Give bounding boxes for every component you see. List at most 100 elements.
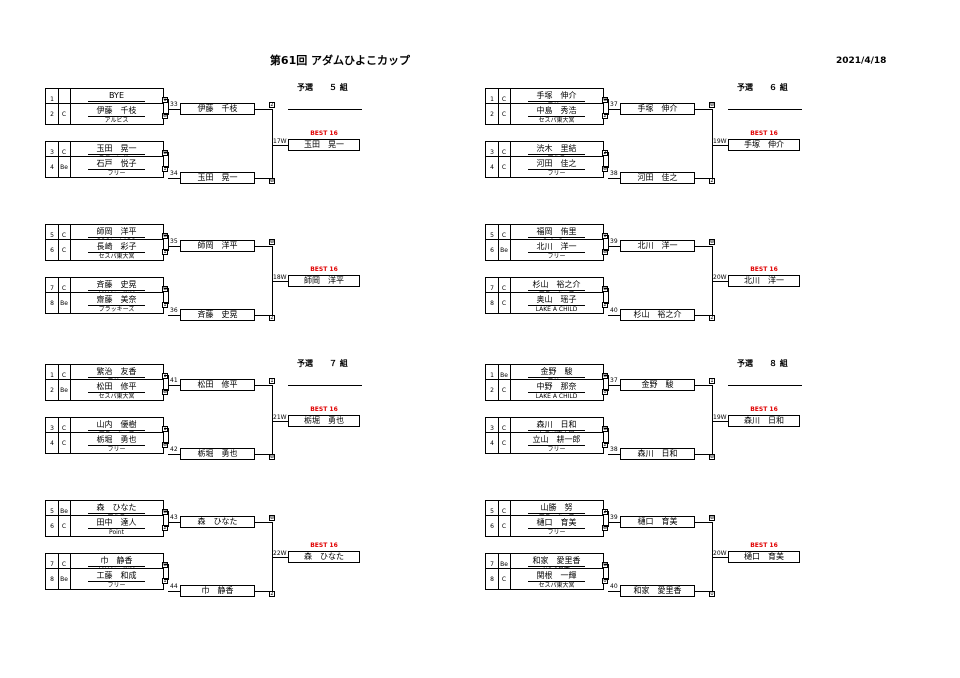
bracket-line — [164, 235, 168, 236]
player-name: 樋口 育美 — [536, 518, 577, 527]
player-club: セスパ東大宮 — [538, 582, 575, 589]
player-class: C — [498, 501, 511, 521]
player-class: C — [498, 225, 511, 245]
player-club: セスパ東大宮 — [98, 253, 135, 260]
player-name: 繁治 友香 — [96, 367, 137, 376]
seed-number: 2 — [486, 380, 499, 400]
name-underline — [528, 154, 585, 155]
round1-score: 2 — [269, 102, 275, 108]
seed-number: 5 — [486, 501, 499, 521]
name-underline — [88, 430, 145, 431]
bracket-line — [255, 315, 272, 316]
player-club: LAKE A CHILD — [535, 306, 578, 313]
name-underline — [88, 169, 145, 170]
seed-number: 3 — [486, 418, 499, 438]
seed-number: 7 — [46, 278, 59, 298]
bracket-line — [164, 99, 168, 100]
round1-score: w — [709, 239, 715, 245]
match-number: 35 — [170, 238, 178, 245]
group-divider — [728, 109, 802, 110]
match-score: 2 — [602, 442, 608, 448]
match-number: 43 — [170, 514, 178, 521]
bracket-line — [604, 152, 608, 153]
name-underline — [528, 169, 585, 170]
player-name: 河田 佳之 — [536, 159, 577, 168]
match-score: w — [602, 166, 608, 172]
bracket-line — [608, 246, 620, 247]
match-number: 33 — [170, 101, 178, 108]
player-name: 中島 秀浩 — [536, 106, 577, 115]
player-name: 伊藤 千枝 — [96, 106, 137, 115]
player-club: セスパ東大宮 — [98, 393, 135, 400]
player-name: 中野 那奈 — [536, 382, 577, 391]
bracket-line — [604, 250, 608, 251]
name-underline — [528, 513, 585, 514]
bracket-line — [255, 591, 272, 592]
bracket-line — [168, 288, 169, 304]
match-number: 44 — [170, 583, 178, 590]
bracket-line — [164, 428, 168, 429]
bracket-line — [255, 522, 272, 523]
match-score: 2 — [602, 302, 608, 308]
round1-score: w — [269, 239, 275, 245]
bracket-line — [168, 375, 169, 391]
player-name: 山勝 努 — [540, 503, 573, 512]
bracket-line — [695, 109, 712, 110]
bracket-line — [608, 235, 609, 251]
name-underline — [528, 430, 585, 431]
best16-label: BEST 16 — [750, 406, 778, 413]
player-name: 山内 優樹 — [96, 420, 137, 429]
bracket-line — [712, 557, 728, 558]
bracket-line — [168, 99, 169, 115]
seed-number: 7 — [486, 554, 499, 574]
seed-number: 5 — [46, 501, 59, 521]
bracket-line — [164, 114, 168, 115]
match-score: 0 — [602, 233, 608, 239]
seed-number: 8 — [46, 293, 59, 313]
bracket-line — [604, 99, 608, 100]
seed-number: 8 — [486, 569, 499, 589]
seed-number: 4 — [46, 157, 59, 177]
round1-winner: 玉田 晃一 — [180, 172, 255, 184]
seed-number: 8 — [486, 293, 499, 313]
player-class — [58, 89, 71, 109]
bracket-line — [272, 421, 288, 422]
round1-winner: 栃堀 勇也 — [180, 448, 255, 460]
bracket-line — [272, 557, 288, 558]
match-score: w — [602, 286, 608, 292]
player-name: 奥山 瑶子 — [536, 295, 577, 304]
name-underline — [88, 237, 145, 238]
match-score: 0 — [602, 578, 608, 584]
match-number: 17W — [273, 138, 287, 145]
player-club: セスパ東大宮 — [538, 117, 575, 124]
match-score: w — [602, 373, 608, 379]
bracket-line — [608, 178, 620, 179]
bracket-line — [604, 526, 608, 527]
best16-label: BEST 16 — [310, 130, 338, 137]
player-name: 栃堀 勇也 — [96, 435, 137, 444]
round1-score: w — [709, 515, 715, 521]
player-name: 関根 一輝 — [536, 571, 577, 580]
best16-label: BEST 16 — [750, 130, 778, 137]
bracket-line — [168, 564, 169, 580]
bracket-line — [712, 421, 728, 422]
bracket-line — [712, 145, 728, 146]
match-number: 39 — [610, 238, 618, 245]
seed-number: 2 — [46, 380, 59, 400]
match-score: 2 — [602, 113, 608, 119]
player-class: Be — [58, 569, 71, 589]
name-underline — [88, 528, 145, 529]
player-name: 石戸 悦子 — [96, 159, 137, 168]
bracket-line — [604, 564, 608, 565]
player-class: C — [58, 433, 71, 453]
match-score: w — [162, 233, 168, 239]
bracket-line — [255, 246, 272, 247]
match-number: 19W — [713, 138, 727, 145]
player-name: 和家 愛里香 — [532, 556, 581, 565]
player-class: C — [498, 157, 511, 177]
